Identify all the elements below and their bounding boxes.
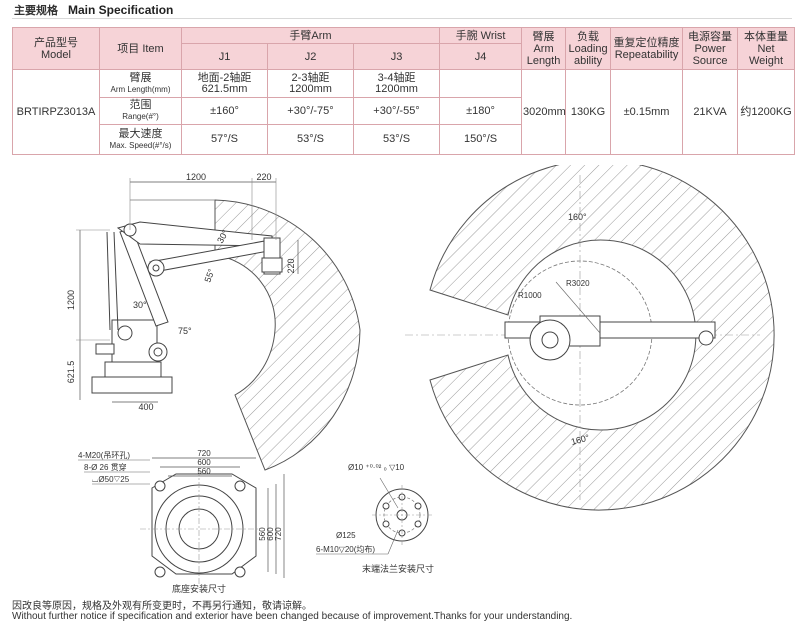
flange-drawing: Ø10 ⁺⁰·⁰² ₀ ▽10 Ø125 6-M10▽20(均布) 末端法兰安装… (316, 463, 434, 574)
top-view-drawing: 160° 160° R1000 R3020 (405, 165, 775, 511)
dim-400: 400 (138, 402, 153, 412)
cell-j3-range: +30°/-55° (352, 97, 441, 125)
th-arm: 手臂Arm (180, 27, 441, 44)
angle-55: 55° (202, 267, 216, 284)
technical-drawings: 1200 220 1200 621.5 400 220 30° 55° 30° … (66, 165, 775, 594)
flange-holes: 6-M10▽20(均布) (316, 544, 375, 554)
flange-bore: Ø10 ⁺⁰·⁰² ₀ ▽10 (348, 463, 405, 472)
section-title-cn: 主要规格 (14, 4, 58, 17)
angle-30b: 30° (133, 300, 147, 310)
cell-j4-range: ±180° (439, 97, 523, 125)
dim-v720: 720 (274, 527, 283, 541)
repeatability-value: ±0.15mm (610, 69, 684, 155)
cell-j1-speed: 57°/S (181, 124, 268, 155)
cell-j4-arm (439, 69, 523, 98)
header-divider (12, 18, 792, 19)
footer-note-en: Without further notice if specification … (12, 611, 573, 622)
side-view-drawing: 1200 220 1200 621.5 400 220 30° 55° 30° … (66, 172, 361, 471)
angle-bottom: 160° (570, 432, 591, 447)
base-mount-drawing: 720 600 560 560 600 720 4-M20(吊环孔) 8-Ø 2… (78, 449, 285, 594)
th-j4: J4 (439, 43, 523, 70)
r-outer: R3020 (566, 279, 590, 288)
base-note-2: 8-Ø 26 贯穿 (84, 462, 127, 472)
cell-j1-range: ±160° (181, 97, 268, 125)
th-j2: J2 (267, 43, 354, 70)
section-header: 主要规格 Main Specification (14, 2, 173, 18)
base-note-3: ⌴Ø50▽25 (92, 475, 130, 484)
angle-top: 160° (568, 212, 587, 222)
base-caption: 底座安装尺寸 (172, 583, 226, 594)
reach-value: 3020mm (521, 69, 567, 155)
section-title-en: Main Specification (68, 3, 174, 17)
load-value: 130KG (565, 69, 612, 155)
dim-v600: 600 (266, 527, 275, 541)
dim-220-right: 220 (286, 258, 296, 273)
weight-value: 约1200KG (737, 69, 796, 155)
flange-caption: 末端法兰安装尺寸 (362, 563, 434, 574)
dim-1200-left: 1200 (66, 290, 76, 310)
th-item: 项目 Item (99, 27, 182, 70)
dim-720: 720 (197, 449, 211, 458)
model-cell: BRTIRPZ3013A (12, 69, 100, 155)
cell-j3-speed: 53°/S (352, 124, 441, 155)
th-j3: J3 (352, 43, 441, 70)
th-wrist: 手腕 Wrist (439, 27, 523, 44)
dim-v560: 560 (258, 527, 267, 541)
th-j1: J1 (181, 43, 268, 70)
power-value: 21KVA (682, 69, 739, 155)
dim-560: 560 (197, 467, 211, 476)
cell-j2-speed: 53°/S (267, 124, 354, 155)
base-note-1: 4-M20(吊环孔) (78, 451, 130, 460)
dim-220-top: 220 (256, 172, 271, 182)
cell-j2-range: +30°/-75° (267, 97, 354, 125)
angle-75: 75° (178, 326, 192, 336)
cell-j4-speed: 150°/S (439, 124, 523, 155)
flange-pcd: Ø125 (336, 531, 356, 540)
dim-600: 600 (197, 458, 211, 467)
r-inner: R1000 (518, 291, 542, 300)
dim-621: 621.5 (66, 361, 76, 384)
footer-note-cn: 因改良等原因，规格及外观有所变更时，不再另行通知，敬请谅解。 (12, 601, 312, 612)
dim-1200-top: 1200 (186, 172, 206, 182)
